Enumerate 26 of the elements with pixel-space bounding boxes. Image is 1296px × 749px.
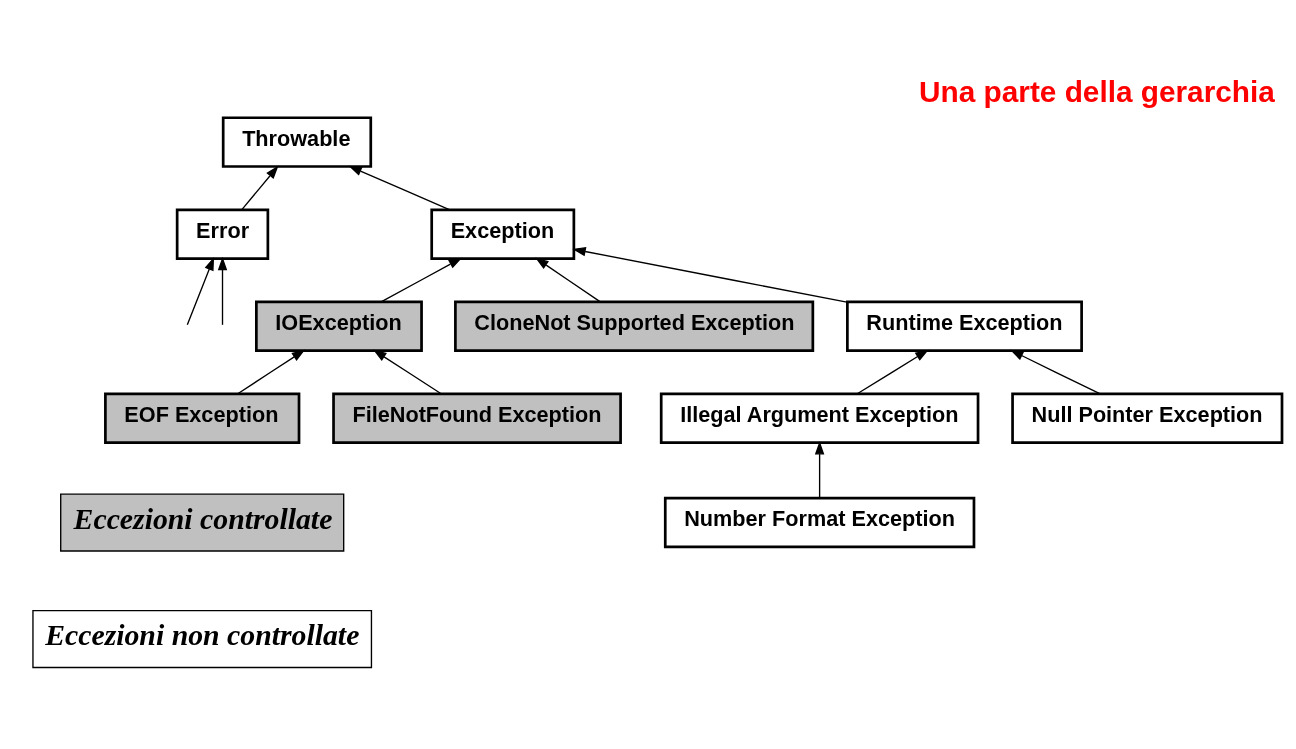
legend-label: Eccezioni controllate [73,501,333,535]
arrow [348,165,450,210]
diagram-title: Una parte della gerarchia [919,74,1275,108]
node-box: Throwable [221,115,373,168]
node-box: Exception [430,207,576,260]
node-box: CloneNot Supported Exception [454,300,815,352]
arrow [217,256,228,325]
arrow [373,349,442,394]
arrow [572,246,848,303]
arrow [380,257,463,302]
arrow [1009,349,1101,394]
arrow [237,349,306,394]
arrow [856,349,929,394]
node-box: Null Pointer Exception [1011,392,1284,444]
node-box: Error [175,207,270,260]
node-box: Runtime Exception [846,300,1083,352]
node-box: Number Format Exception [663,496,976,548]
arrow [186,256,215,325]
node-box: EOF Exception [104,392,301,444]
legend-label: Eccezioni non controllate [45,617,360,651]
arrow [814,440,825,499]
node-box: IOException [255,300,423,352]
arrow [535,257,601,302]
node-box: Illegal Argument Exception [659,392,980,444]
node-box: FileNotFound Exception [332,392,622,444]
arrow [241,165,279,210]
